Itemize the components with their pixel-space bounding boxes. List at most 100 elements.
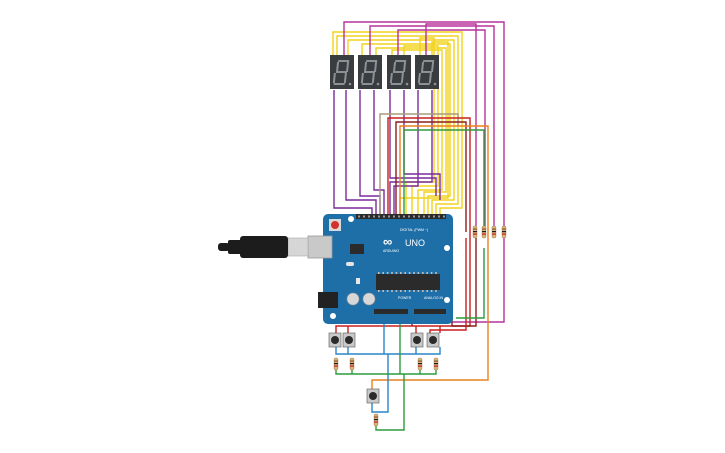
pushbutton-5[interactable] <box>366 388 380 404</box>
header-pin[interactable] <box>383 215 385 218</box>
wire-yellow-7 <box>403 45 439 214</box>
chip-pin <box>382 272 384 274</box>
chip-pin <box>430 290 433 292</box>
usb-cable <box>218 236 309 258</box>
pushbutton-4[interactable] <box>426 332 440 348</box>
digital-pins <box>358 215 445 218</box>
wire-yellow-4 <box>361 43 451 214</box>
reset-button[interactable] <box>331 221 339 229</box>
header-pin[interactable] <box>388 215 390 218</box>
header-pin[interactable] <box>433 215 435 218</box>
seven-segment-displays <box>330 55 439 89</box>
segment <box>346 62 350 72</box>
seven-segment-digit-3 <box>387 55 411 89</box>
header-pin[interactable] <box>423 215 425 218</box>
chip-pin <box>435 290 437 292</box>
segment <box>361 83 373 85</box>
header-pin[interactable] <box>413 215 415 218</box>
segment <box>360 73 364 83</box>
resistor-4 <box>501 225 507 239</box>
header-pin[interactable] <box>363 215 365 218</box>
arduino-uno-board[interactable]: DIGITAL (PWM ~) ∞ ARDUINO UNO POWER ANAL… <box>307 214 453 324</box>
brand-text: ARDUINO <box>383 249 399 253</box>
header-pin[interactable] <box>438 215 440 218</box>
analog-header <box>414 309 446 314</box>
wire-magenta-4 <box>425 23 477 226</box>
wire-green-low <box>375 374 405 431</box>
wire-purple-8 <box>389 90 433 214</box>
model-text: UNO <box>405 238 425 248</box>
wire-magenta-2 <box>369 25 495 226</box>
header-pin[interactable] <box>358 215 360 218</box>
pushbuttons <box>328 332 440 404</box>
analog-label: ANALOG IN <box>424 296 444 300</box>
header-pin[interactable] <box>393 215 395 218</box>
usb-cable-tail <box>228 240 242 254</box>
resistor-6 <box>349 357 355 371</box>
chip-pin <box>426 290 428 292</box>
chip-pins <box>378 272 437 292</box>
wire-green-top <box>403 129 485 238</box>
mount-hole-3 <box>330 313 336 319</box>
resistor-2 <box>481 225 487 239</box>
segment <box>423 60 435 62</box>
header-pin[interactable] <box>378 215 380 218</box>
pushbutton-1[interactable] <box>328 332 342 348</box>
board-pcb <box>323 214 453 324</box>
chip-pin <box>422 290 424 292</box>
header-pin[interactable] <box>428 215 430 218</box>
chip-pin <box>435 272 437 274</box>
wire-green-2 <box>456 248 485 319</box>
pushbutton-3[interactable] <box>410 332 424 348</box>
usb-cable-body <box>240 236 288 258</box>
segment <box>403 62 407 72</box>
resistor-5 <box>333 357 339 371</box>
segment <box>338 60 350 62</box>
chip-pin <box>378 272 380 274</box>
chip-pin <box>378 290 380 292</box>
chip-pin <box>386 272 389 274</box>
chip-pin <box>395 290 398 292</box>
wire-purple-5 <box>389 90 437 196</box>
segment <box>392 71 405 73</box>
digital-label: DIGITAL (PWM ~) <box>400 228 428 232</box>
resistor-9 <box>373 413 379 427</box>
chip-pin <box>417 272 420 274</box>
segment <box>390 83 402 85</box>
power-jack <box>318 292 338 308</box>
arduino-logo: ∞ <box>383 234 392 249</box>
wire-magenta-5 <box>445 238 505 323</box>
chip-pin <box>408 290 411 292</box>
segment <box>421 62 425 72</box>
chip-pin <box>400 272 402 274</box>
wire-blue-low <box>371 354 389 413</box>
resistors <box>333 225 507 427</box>
segment <box>343 73 347 83</box>
wire-purple-3 <box>359 90 381 214</box>
chip-pin <box>404 272 406 274</box>
seven-segment-digit-4 <box>415 55 439 89</box>
header-pin[interactable] <box>403 215 405 218</box>
pushbutton-2[interactable] <box>342 332 356 348</box>
header-pin[interactable] <box>418 215 420 218</box>
wire-purple-7 <box>393 90 419 214</box>
segment <box>363 71 376 73</box>
wire-purple-4 <box>373 90 385 214</box>
header-pin[interactable] <box>408 215 410 218</box>
power-label: POWER <box>398 296 412 300</box>
wire-yellow-1 <box>332 31 463 214</box>
decimal-point <box>348 82 352 86</box>
wire-yellow-5 <box>375 47 447 214</box>
wire-yellow-8 <box>405 37 435 214</box>
wire-tan <box>379 113 459 214</box>
header-pin[interactable] <box>368 215 370 218</box>
segment <box>417 73 421 83</box>
segment <box>395 60 407 62</box>
header-pin[interactable] <box>398 215 400 218</box>
segment <box>371 73 375 83</box>
header-pin[interactable] <box>443 215 445 218</box>
digital-header <box>356 214 446 219</box>
header-pin[interactable] <box>373 215 375 218</box>
segment <box>333 83 345 85</box>
